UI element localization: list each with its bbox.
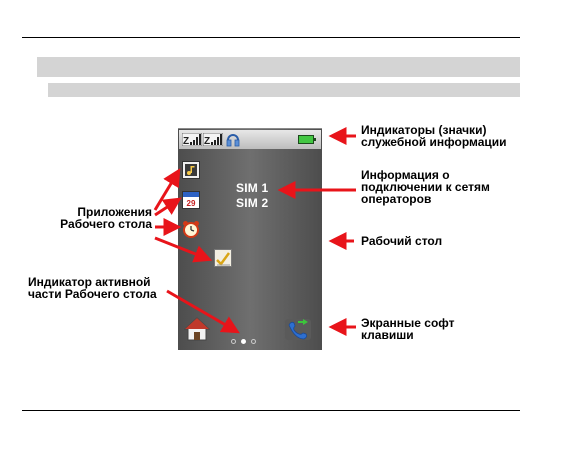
page-indicator-dot-1 <box>231 339 236 344</box>
label-operator-info: Информация о подключении к сетям операто… <box>361 168 490 206</box>
status-bar: Z Z <box>179 130 321 149</box>
svg-text:Z: Z <box>204 136 210 146</box>
arrow-app-music <box>153 168 181 211</box>
arrow-app-calendar <box>154 197 182 217</box>
label-apps: Приложения Рабочего стола <box>60 205 152 231</box>
battery-icon <box>298 135 316 144</box>
home-icon[interactable] <box>184 317 210 341</box>
notepad-icon[interactable] <box>214 249 232 267</box>
top-rule <box>22 37 520 38</box>
sim1-label: SIM 1 <box>236 181 269 195</box>
header-band <box>37 57 520 77</box>
headset-icon <box>226 134 240 147</box>
calendar-day-label: 29 <box>187 199 196 208</box>
arrow-active-part <box>166 289 240 334</box>
bottom-rule <box>22 410 520 411</box>
call-softkey-icon[interactable] <box>284 317 312 341</box>
label-indicators: Индикаторы (значки) служебной информации <box>361 123 507 149</box>
music-player-icon[interactable] <box>182 161 200 179</box>
svg-text:Z: Z <box>183 136 189 146</box>
sim2-label: SIM 2 <box>236 196 269 210</box>
page-indicator-dot-2 <box>241 339 246 344</box>
calendar-icon[interactable]: 29 <box>182 191 200 209</box>
label-active-part: Индикатор активной части Рабочего стола <box>28 275 157 301</box>
page-indicator-dot-3 <box>251 339 256 344</box>
label-desktop: Рабочий стол <box>361 234 443 248</box>
subheader-band <box>48 83 520 97</box>
signal-sim2-icon: Z <box>203 133 223 146</box>
phone-screen: Z Z 29 <box>178 128 322 350</box>
signal-sim1-icon: Z <box>182 133 202 146</box>
alarm-clock-icon[interactable] <box>182 220 200 238</box>
arrow-app-notepad <box>154 236 213 263</box>
label-softkeys: Экранные софт клавиши <box>361 316 455 342</box>
